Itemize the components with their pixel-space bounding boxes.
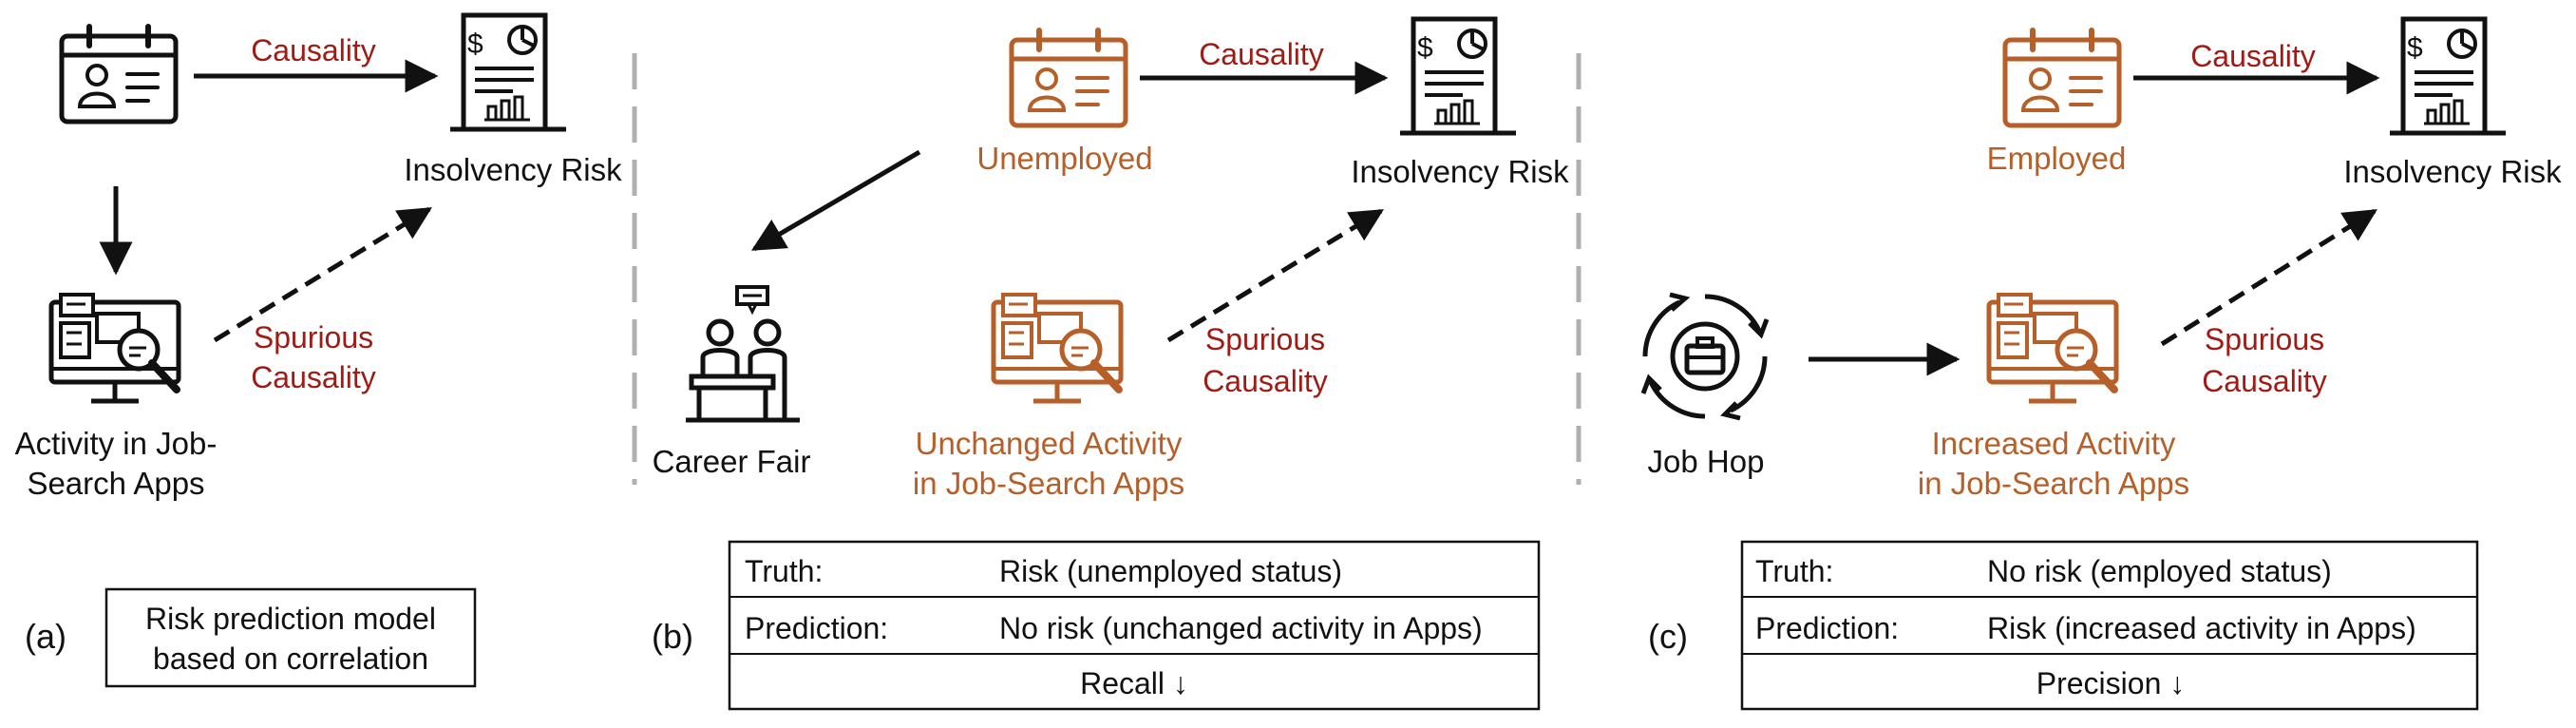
insolvency-label: Insolvency Risk bbox=[1351, 154, 1569, 189]
spurious-label-line2: Causality bbox=[2202, 364, 2327, 398]
model-box-line2: based on correlation bbox=[153, 642, 428, 676]
monitor-search-icon bbox=[51, 295, 179, 401]
causality-label: Causality bbox=[251, 33, 376, 67]
spurious-label-line1: Spurious bbox=[254, 320, 373, 354]
metric-label: Precision ↓ bbox=[2036, 666, 2186, 700]
spurious-arrow bbox=[2160, 208, 2377, 347]
panel-a: Insolvency Risk Causality Activity in Jo… bbox=[15, 15, 622, 688]
prediction-value: No risk (unchanged activity in Apps) bbox=[999, 611, 1483, 645]
panel-tag: (b) bbox=[652, 617, 693, 656]
model-box-line1: Risk prediction model bbox=[145, 602, 436, 636]
id-card-calendar-icon bbox=[1012, 30, 1126, 125]
id-card-calendar-icon bbox=[2005, 30, 2119, 125]
status-label: Unemployed bbox=[976, 141, 1152, 176]
activity-label-line2: in Job-Search Apps bbox=[913, 466, 1184, 501]
spurious-label-line1: Spurious bbox=[2205, 322, 2324, 356]
activity-label-line1: Unchanged Activity bbox=[916, 426, 1183, 461]
prediction-label: Prediction: bbox=[1755, 611, 1899, 645]
model-box bbox=[104, 587, 477, 688]
interview-desk-icon bbox=[686, 287, 800, 420]
evaluation-table: Truth: Risk (unemployed status) Predicti… bbox=[728, 540, 1541, 711]
activity-label-line1: Activity in Job- bbox=[15, 426, 218, 461]
financial-report-icon bbox=[2390, 19, 2506, 133]
job-hop-label: Job Hop bbox=[1648, 444, 1765, 479]
prediction-value: Risk (increased activity in Apps) bbox=[1987, 611, 2416, 645]
truth-label: Truth: bbox=[1755, 554, 1833, 588]
panel-c: Employed Insolvency Risk Causality Job H… bbox=[1643, 19, 2562, 711]
spurious-arrow bbox=[213, 206, 432, 343]
financial-report-icon bbox=[1400, 19, 1516, 133]
panel-b: Unemployed Insolvency Risk Causality Car… bbox=[652, 19, 1569, 711]
causality-label: Causality bbox=[2190, 39, 2316, 73]
id-card-calendar-icon bbox=[62, 27, 176, 122]
spurious-label-line1: Spurious bbox=[1205, 322, 1325, 356]
activity-label-line2: Search Apps bbox=[27, 466, 204, 501]
panel-tag: (c) bbox=[1648, 617, 1688, 656]
truth-label: Truth: bbox=[745, 554, 823, 588]
insolvency-label: Insolvency Risk bbox=[2343, 154, 2562, 189]
truth-value: Risk (unemployed status) bbox=[999, 554, 1342, 588]
monitor-search-icon bbox=[1989, 295, 2116, 401]
metric-label: Recall ↓ bbox=[1080, 666, 1188, 700]
panel-tag: (a) bbox=[25, 617, 66, 656]
spurious-arrow bbox=[1166, 208, 1384, 343]
briefcase-cycle-icon bbox=[1643, 295, 1767, 418]
spurious-label-line2: Causality bbox=[1203, 364, 1328, 398]
to-career-fair-arrow bbox=[750, 149, 921, 252]
evaluation-table: Truth: No risk (employed status) Predict… bbox=[1740, 540, 2479, 711]
activity-label-line2: in Job-Search Apps bbox=[1918, 466, 2189, 501]
truth-value: No risk (employed status) bbox=[1987, 554, 2332, 588]
financial-report-icon bbox=[450, 15, 566, 129]
spurious-label-line2: Causality bbox=[251, 360, 376, 394]
activity-label-line1: Increased Activity bbox=[1932, 426, 2176, 461]
monitor-search-icon bbox=[994, 295, 1121, 401]
status-label: Employed bbox=[1987, 141, 2127, 176]
prediction-label: Prediction: bbox=[745, 611, 888, 645]
causality-label: Causality bbox=[1199, 37, 1324, 71]
insolvency-label: Insolvency Risk bbox=[404, 152, 622, 187]
career-fair-label: Career Fair bbox=[653, 444, 811, 479]
